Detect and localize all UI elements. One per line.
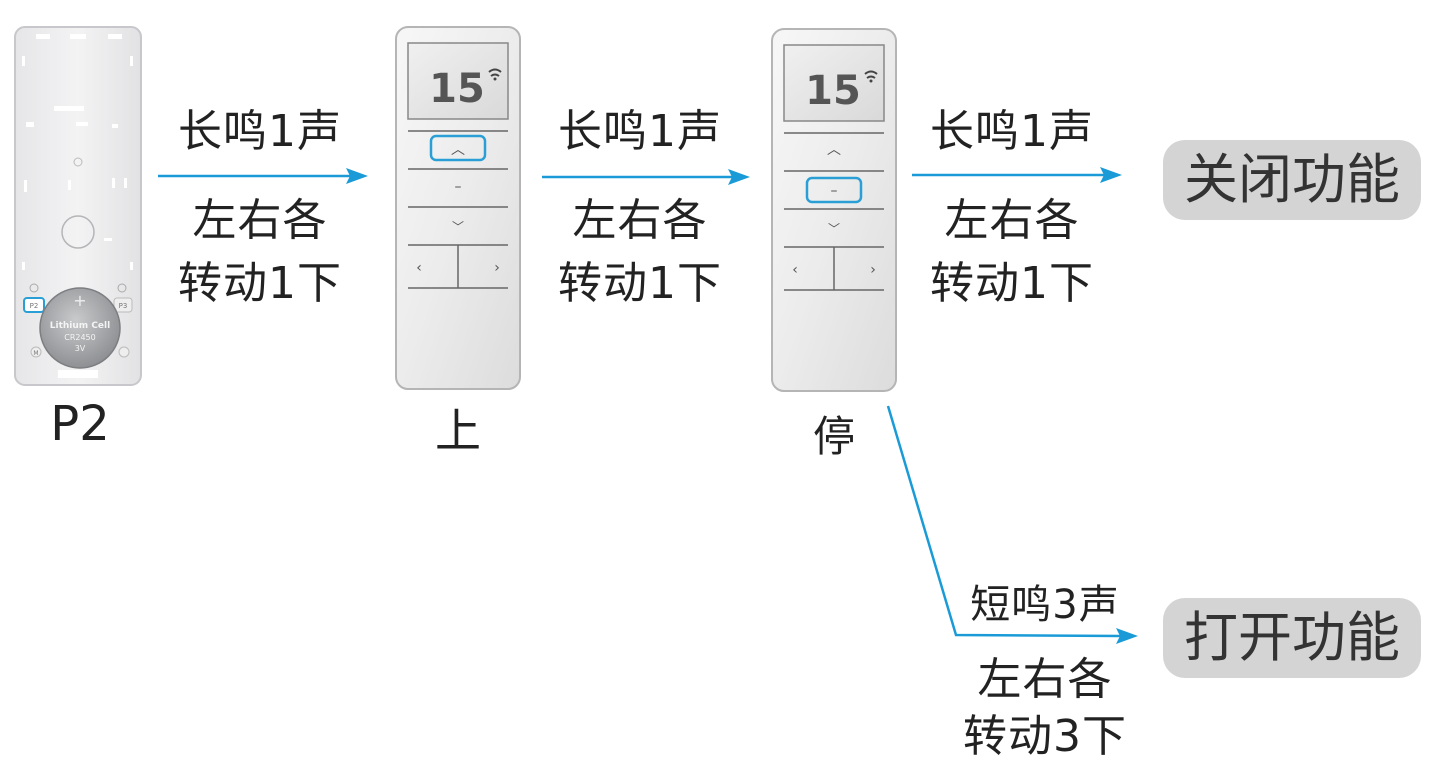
battery-label-line2: CR2450 [64, 333, 96, 342]
step-caption-up: 上 [435, 404, 481, 458]
stop-button-symbol: – [455, 179, 462, 195]
up-button-symbol: ︿ [451, 142, 465, 158]
transition-1-beep: 长鸣1声 [178, 106, 342, 157]
transition-2-beep: 长鸣1声 [558, 106, 722, 157]
down-button-symbol: ﹀ [452, 220, 464, 234]
step-caption-p2: P2 [50, 396, 110, 452]
transition-1-action-line2: 转动1下 [178, 258, 342, 309]
down-button-symbol: ﹀ [828, 222, 840, 236]
battery-label-line3: 3V [75, 344, 86, 353]
remote-front-stop: 15 ︿ – ﹀ ‹ › [771, 28, 897, 392]
transition-3-action-line1: 左右各 [944, 195, 1080, 246]
p3-pad-label: P3 [119, 302, 128, 310]
transition-4-action-line2: 转动3下 [963, 711, 1127, 762]
up-button-symbol: ︿ [827, 142, 841, 158]
transition-4-action-line1: 左右各 [977, 654, 1113, 705]
remote-front-up: 15 ︿ – ﹀ ‹ › [395, 26, 521, 390]
arrowhead-3 [1100, 167, 1122, 183]
step-caption-stop: 停 [812, 412, 855, 461]
transition-2-action-line1: 左右各 [572, 195, 708, 246]
battery-label-line1: Lithium Cell [50, 321, 110, 331]
left-button-symbol: ‹ [792, 262, 798, 278]
stop-button-symbol: – [831, 183, 838, 199]
arrowhead-1 [346, 168, 368, 184]
transition-3-beep: 长鸣1声 [930, 106, 1094, 157]
result-close-function: 关闭功能 [1163, 140, 1421, 220]
remote-back-panel: P2 P3 + Lithium Cell CR2450 3V M [14, 26, 142, 386]
svg-text:+: + [73, 291, 86, 310]
transition-2-action-line2: 转动1下 [558, 258, 722, 309]
lcd-digits: 15 [429, 66, 485, 112]
arrowhead-2 [728, 169, 750, 185]
transition-3-action-line2: 转动1下 [930, 258, 1094, 309]
result-open-function: 打开功能 [1163, 598, 1421, 678]
left-button-symbol: ‹ [416, 260, 422, 276]
transition-4-beep: 短鸣3声 [970, 582, 1120, 628]
p2-pad-label: P2 [30, 302, 39, 310]
m-pad-label: M [33, 350, 38, 357]
right-button-symbol: › [870, 262, 876, 278]
right-button-symbol: › [494, 260, 500, 276]
lcd-digits: 15 [805, 68, 861, 114]
arrowhead-4 [1116, 628, 1138, 644]
transition-1-action-line1: 左右各 [192, 195, 328, 246]
